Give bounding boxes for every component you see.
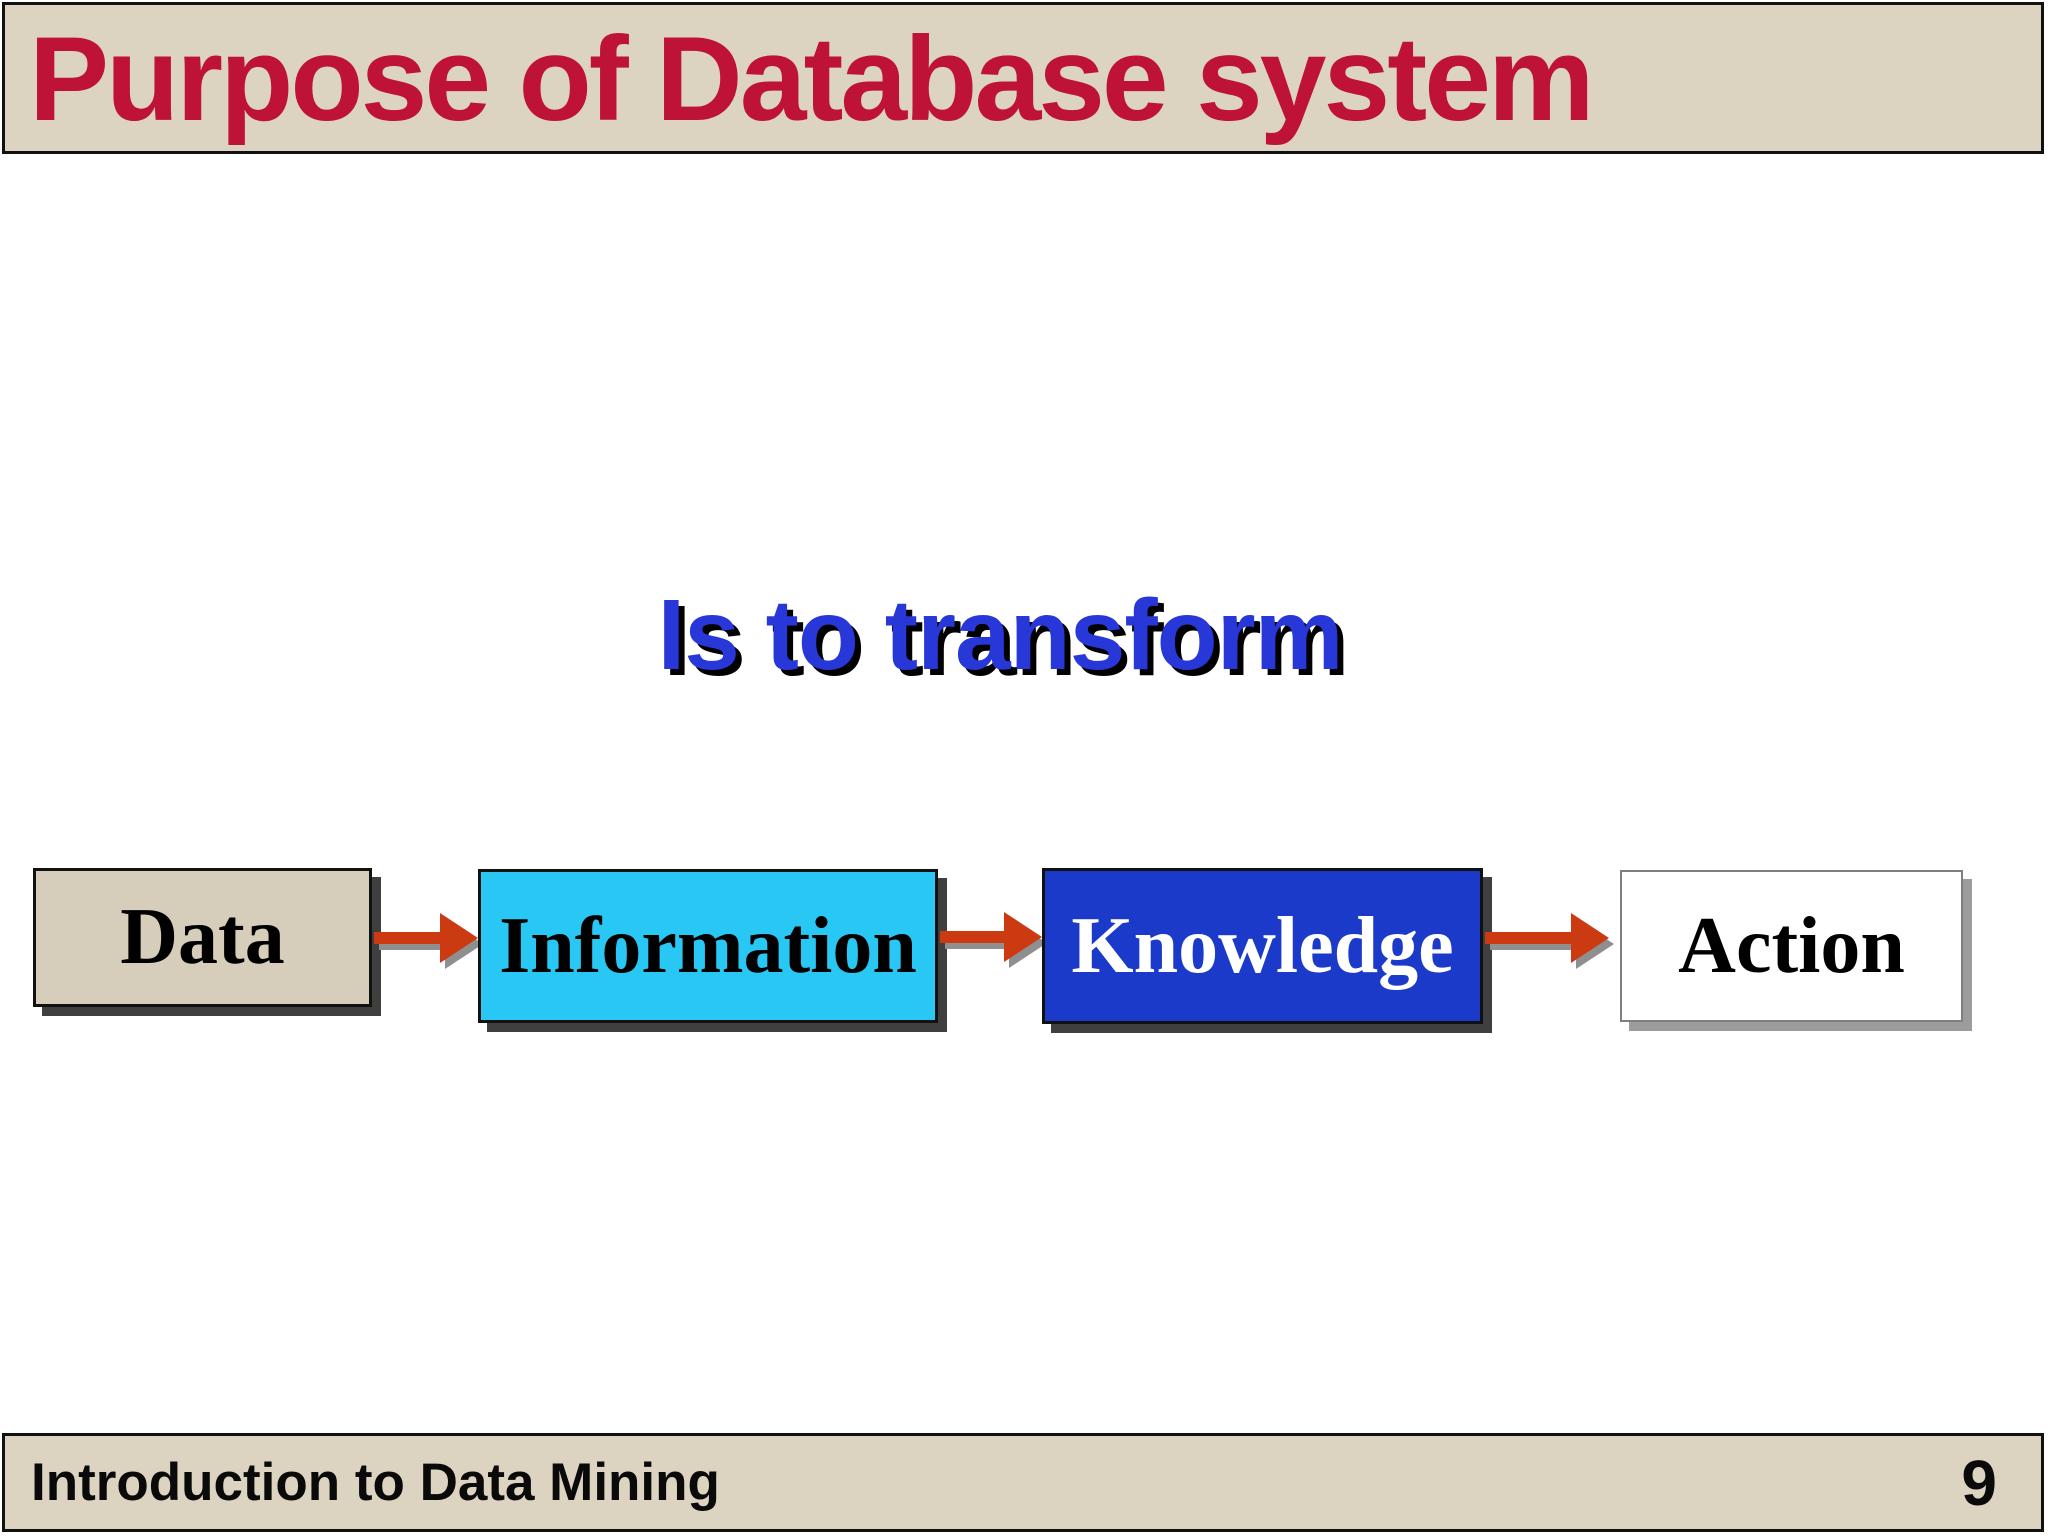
subtitle-text: Is to transform: [657, 579, 1343, 691]
flow-node-data: Data: [33, 868, 372, 1007]
arrow-information-to-knowledge: [940, 912, 1042, 962]
node-label-action: Action: [1678, 901, 1905, 990]
flow-node-action: Action: [1620, 870, 1963, 1022]
arrow-knowledge-to-action: [1485, 913, 1609, 963]
arrow-shaft: [374, 932, 444, 944]
arrow-head-icon: [1571, 913, 1609, 963]
node-label-information: Information: [499, 901, 917, 990]
flow-node-knowledge: Knowledge: [1042, 868, 1483, 1024]
arrow-data-to-information: [374, 913, 478, 963]
arrow-shaft: [940, 931, 1008, 943]
page-number: 9: [1961, 1446, 1997, 1519]
arrow-head-icon: [1004, 912, 1042, 962]
node-label-data: Data: [120, 893, 285, 981]
footer-title: Introduction to Data Mining: [31, 1453, 720, 1512]
arrow-shaft: [1485, 932, 1575, 944]
title-bar: Purpose of Database system: [2, 2, 2044, 154]
slide-title: Purpose of Database system: [29, 12, 1595, 146]
node-label-knowledge: Knowledge: [1071, 901, 1454, 990]
footer-bar: Introduction to Data Mining 9: [2, 1433, 2044, 1532]
arrow-head-icon: [440, 913, 478, 963]
flow-node-information: Information: [478, 869, 938, 1023]
